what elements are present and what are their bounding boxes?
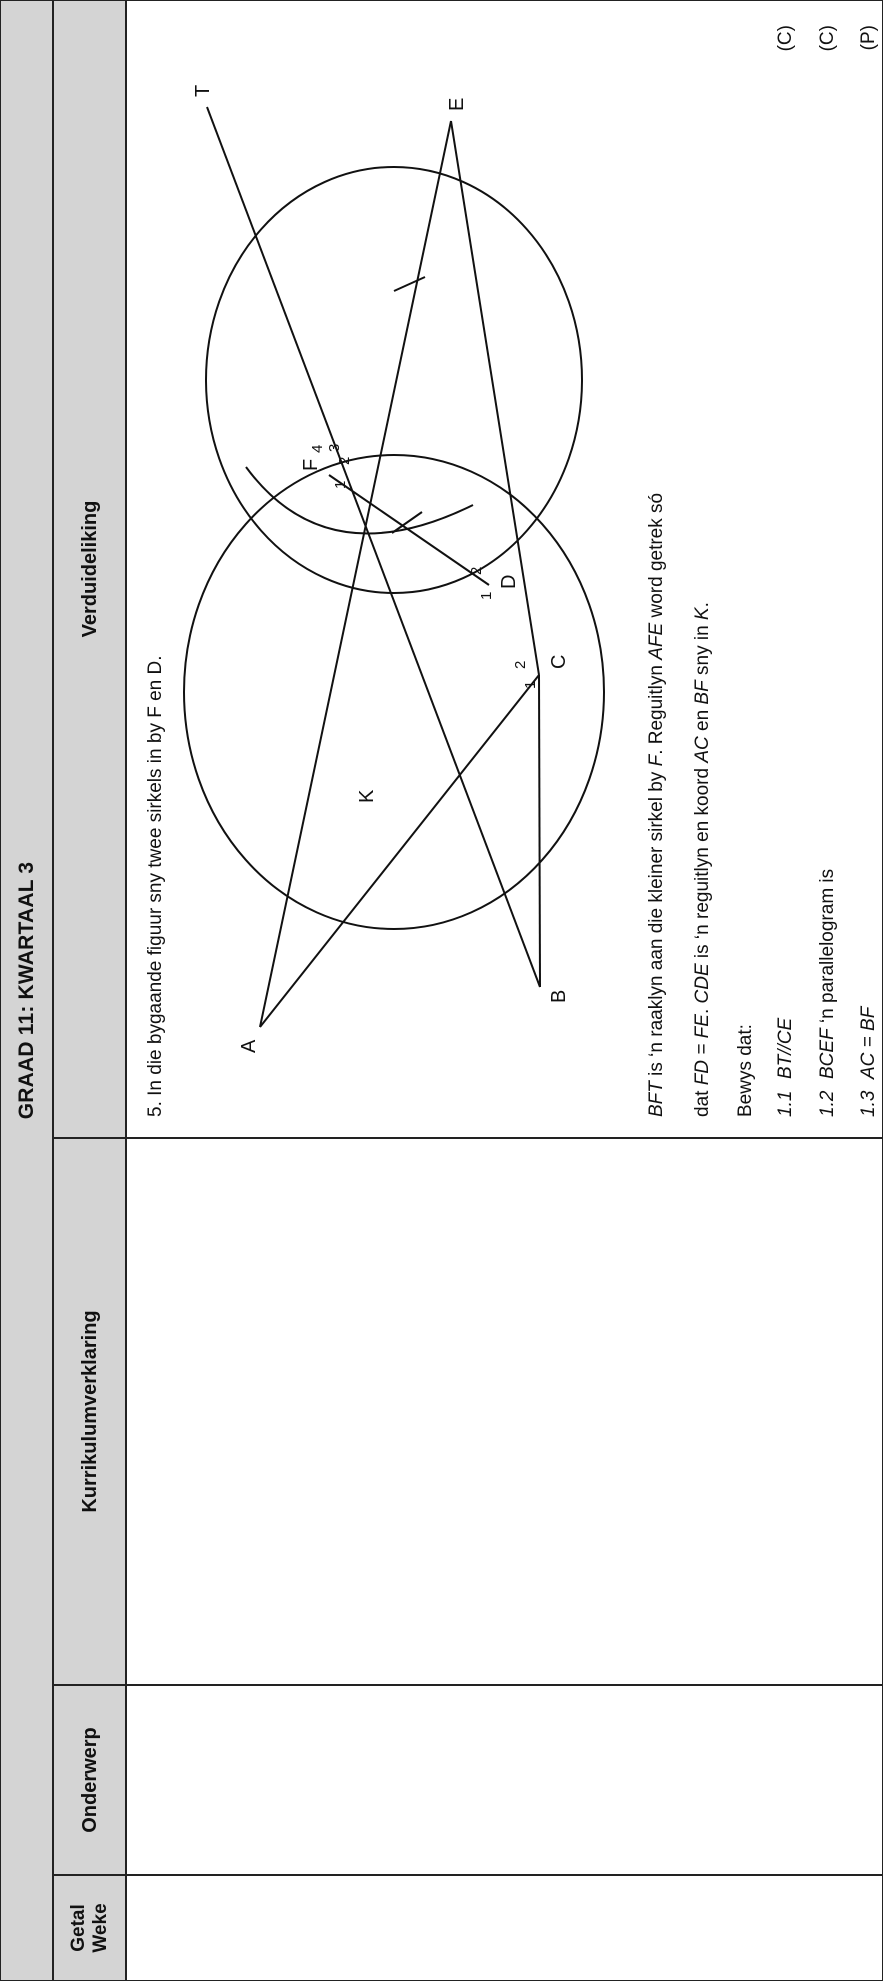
geometry-figure: A B C D E F K T 1 2 3 4 1 2 1 2: [183, 85, 605, 1053]
header-weke: Weke: [89, 1903, 111, 1953]
tick-fd: [391, 511, 423, 534]
header-kurrikulum-label: Kurrikulumverklaring: [78, 1310, 101, 1513]
angle-c2: 2: [512, 661, 529, 669]
label-t: T: [192, 85, 214, 97]
mark-1-1: (C): [775, 25, 796, 52]
label-e: E: [446, 98, 468, 111]
line-afe: [259, 120, 452, 1028]
mark-1-2: (C): [817, 25, 838, 52]
header-getal: Getal: [67, 1904, 89, 1952]
mark-1-3: (P): [858, 25, 879, 51]
header-getal-weke: Getal Weke: [53, 1875, 126, 1981]
question-intro: 5. In die bygaande figuur sny twee sirke…: [145, 655, 166, 1117]
segment-fd: [328, 474, 490, 586]
proof-item-1-3: 1.3AC = BF: [858, 1006, 879, 1117]
small-circle-arc: [245, 466, 474, 535]
page-title: GRAAD 11: KWARTAAL 3: [14, 861, 38, 1120]
tangent-line-bft: [206, 106, 541, 988]
header-onderwerp: Onderwerp: [53, 1685, 126, 1875]
angle-d1: 1: [478, 592, 495, 600]
cell-verduideliking: 5. In die bygaande figuur sny twee sirke…: [126, 0, 883, 1138]
label-a: A: [238, 1039, 260, 1053]
angle-d2: 2: [468, 567, 485, 575]
small-circle: [205, 166, 583, 594]
line-cde: [450, 120, 540, 676]
proof-item-1-1: 1.1BT//CE: [775, 1017, 796, 1117]
tick-fe: [393, 276, 426, 292]
header-verduideliking: Verduideliking: [53, 0, 126, 1138]
header-onderwerp-label: Onderwerp: [78, 1727, 101, 1833]
paragraph-fd-fe: dat FD = FE. CDE is ‘n reguitlyn en koor…: [692, 602, 713, 1117]
cell-onderwerp: [126, 1685, 883, 1875]
header-kurrikulumverklaring: Kurrikulumverklaring: [53, 1138, 126, 1685]
label-d: D: [498, 575, 520, 589]
cell-kurrikulumverklaring: [126, 1138, 883, 1685]
title-band: GRAAD 11: KWARTAAL 3: [0, 0, 53, 1981]
bewys-dat-label: Bewys dat:: [735, 1024, 756, 1117]
label-f: F: [300, 459, 322, 471]
large-circle: [183, 454, 605, 930]
angle-f2: 2: [336, 457, 353, 465]
segment-bc: [538, 674, 541, 988]
header-verduideliking-label: Verduideliking: [78, 500, 101, 638]
chord-ac: [259, 674, 540, 1028]
paragraph-bft: BFT is ‘n raaklyn aan die kleiner sirkel…: [646, 492, 667, 1117]
label-b: B: [548, 990, 570, 1003]
proof-item-1-2: 1.2BCEF ‘n parallelogram is: [817, 868, 838, 1117]
cell-getal-weke: [126, 1875, 883, 1981]
angle-c1: 1: [522, 681, 539, 689]
label-c: C: [548, 655, 570, 669]
angle-f1: 1: [332, 481, 349, 489]
angle-f4: 4: [309, 445, 326, 453]
angle-f3: 3: [326, 444, 343, 452]
label-k: K: [356, 789, 378, 803]
